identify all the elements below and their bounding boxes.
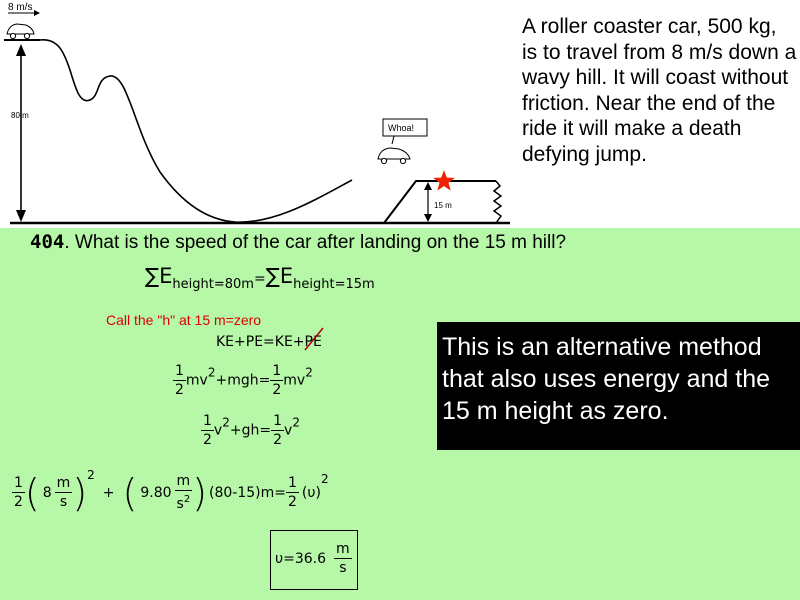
speed-label: 8 m/s: [8, 2, 32, 13]
subscript-15m: height=15m: [293, 277, 375, 292]
strike-mark: [303, 327, 324, 351]
car-jump-icon: [377, 147, 411, 165]
coaster-track: [39, 39, 353, 223]
question-line: 404. What is the speed of the car after …: [30, 231, 566, 254]
question-number: 404: [30, 231, 65, 253]
hill-height-label: 15 m: [434, 201, 452, 210]
equals-sign: =: [253, 271, 266, 287]
sum-symbol: ∑E: [265, 264, 294, 288]
star-icon: [433, 170, 455, 191]
roller-coaster-diagram: 8 m/s 80 m 15 m Whoa!: [4, 2, 510, 225]
ke-pe-text: KE+PE=KE+: [216, 334, 305, 350]
sum-symbol: ∑E: [145, 264, 173, 288]
pe-crossed: PE: [304, 334, 322, 350]
answer-box: [270, 530, 358, 590]
subscript-80m: height=80m: [172, 277, 254, 292]
method-callout: This is an alternative method that also …: [437, 322, 800, 450]
height-zero-note: Call the "h" at 15 m=zero: [106, 312, 262, 328]
height-label: 80 m: [11, 111, 29, 120]
whoa-bubble: Whoa!: [388, 123, 414, 133]
car-start-icon: [6, 23, 35, 40]
landing-hill: [383, 180, 496, 224]
ke-pe-equation: KE+PE=KE+PE: [216, 327, 324, 351]
question-text: . What is the speed of the car after lan…: [64, 232, 567, 253]
energy-sum-equation: ∑Eheight=80m=∑Eheight=15m: [145, 264, 375, 292]
problem-statement: A roller coaster car, 500 kg, is to trav…: [522, 15, 797, 166]
